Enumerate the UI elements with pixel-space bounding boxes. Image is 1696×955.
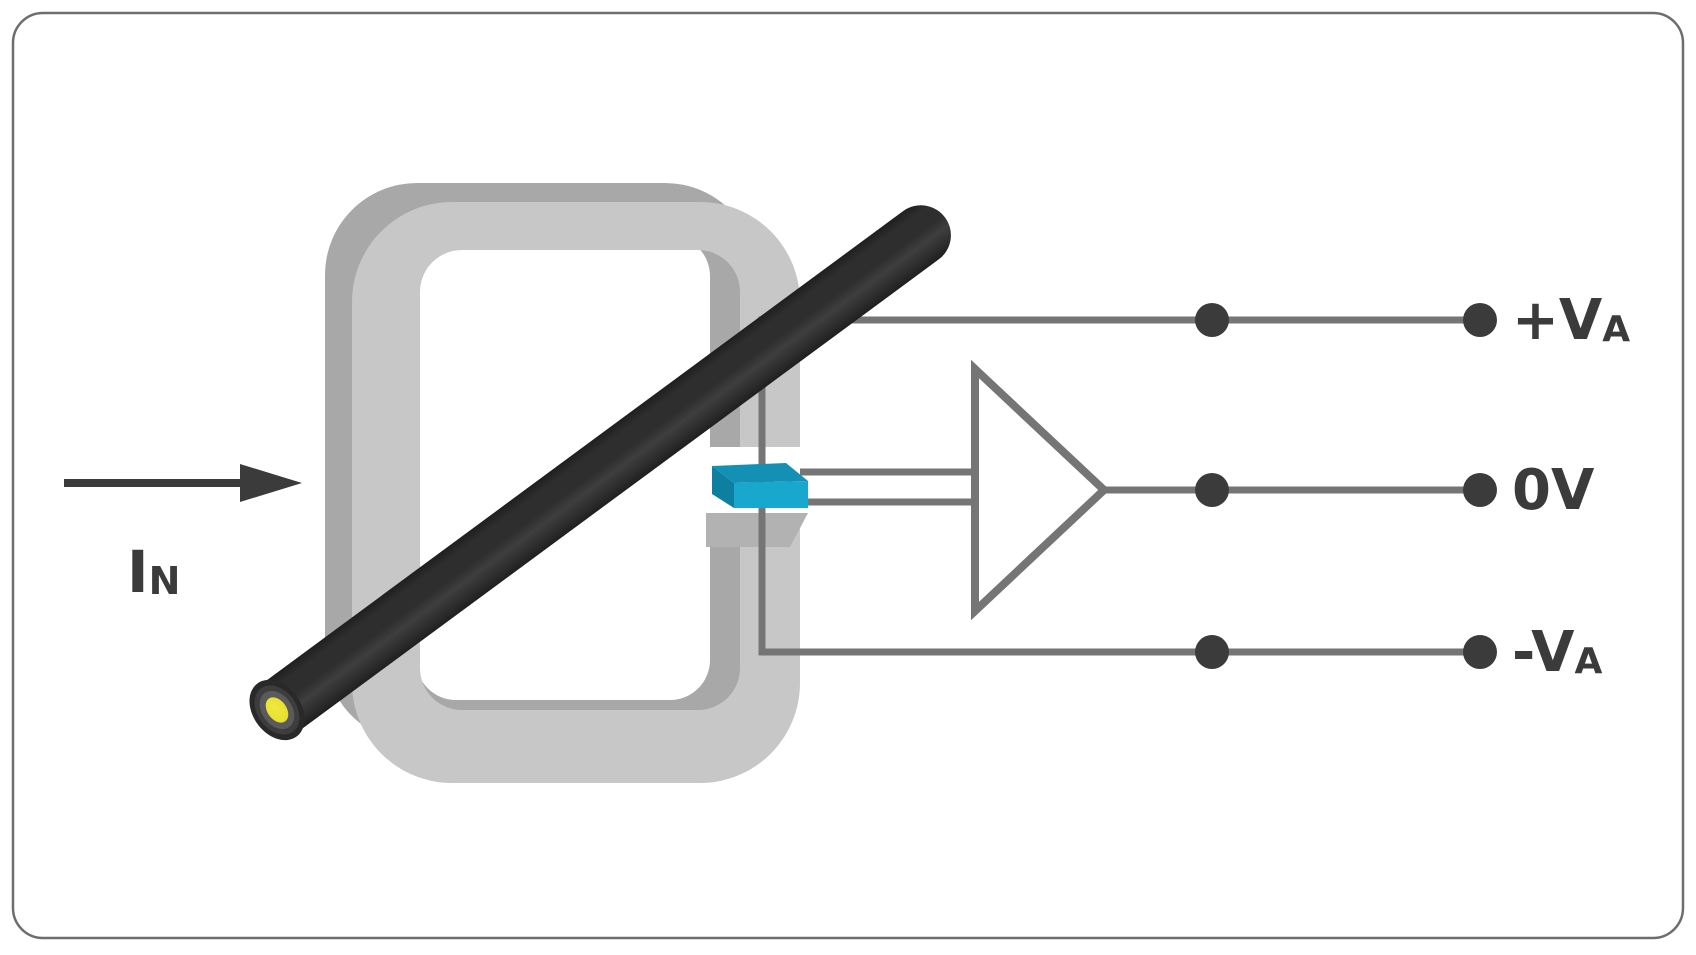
hall-element-side-face	[712, 466, 734, 508]
terminal-dot	[1463, 473, 1497, 507]
terminal-label-sub: A	[1575, 641, 1603, 682]
terminal-dot	[1463, 303, 1497, 337]
hall-element-front-face	[734, 481, 808, 508]
page-frame-border	[11, 11, 1685, 940]
terminal-dot	[1463, 635, 1497, 669]
magnetic-core-front-ring	[352, 202, 800, 783]
terminal-dot	[1195, 473, 1229, 507]
core-gap-shading	[706, 513, 808, 547]
terminal-label-base: 0V	[1512, 458, 1595, 523]
terminal-dot	[1195, 303, 1229, 337]
input-current-label: IN	[127, 538, 180, 606]
terminal-dot	[1195, 635, 1229, 669]
amplifier-triangle-icon	[971, 359, 1110, 621]
hall-element	[712, 463, 808, 508]
terminal-label-va-plus: +VA	[1512, 288, 1630, 353]
terminal-label-va-minus: -VA	[1512, 620, 1603, 685]
cable-body	[259, 205, 951, 735]
terminal-label-0v: 0V	[1512, 458, 1595, 523]
primary-conductor-cable	[249, 205, 951, 741]
terminal-label-base: +V	[1512, 288, 1603, 353]
hall-element-top-face	[712, 463, 808, 483]
terminal-label-sub: A	[1602, 309, 1630, 350]
terminal-label-base: -V	[1512, 620, 1575, 685]
wire-va-plus-to-va-minus	[758, 316, 1480, 656]
input-current-label-base: I	[127, 538, 149, 606]
input-current-arrow-head-icon	[240, 464, 302, 502]
input-current-label-sub: N	[149, 559, 181, 603]
cable-cap-conductor-core	[265, 697, 289, 723]
